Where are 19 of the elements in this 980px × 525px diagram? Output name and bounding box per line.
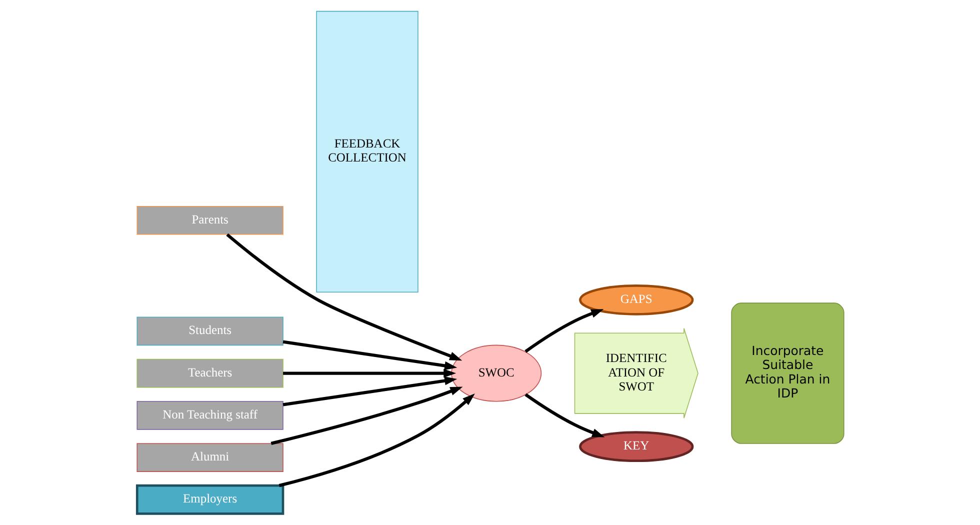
node-box: FEEDBACK COLLECTION bbox=[316, 10, 418, 293]
arrow bbox=[270, 386, 462, 445]
node-box: Alumni bbox=[136, 443, 283, 472]
arrow bbox=[524, 309, 604, 353]
arrow bbox=[282, 368, 456, 378]
arrow bbox=[282, 340, 457, 370]
node-ellipse: GAPS bbox=[578, 284, 694, 316]
arrow bbox=[282, 376, 457, 406]
node-box: Incorporate Suitable Action Plan in IDP bbox=[730, 302, 844, 444]
arrow bbox=[524, 393, 604, 438]
node-box: Non Teaching staff bbox=[136, 400, 283, 430]
arrow bbox=[226, 233, 462, 361]
node-box: Parents bbox=[136, 206, 283, 235]
node-ellipse: KEY bbox=[578, 431, 694, 462]
node-ellipse: SWOC bbox=[450, 344, 542, 402]
node-box: Employers bbox=[135, 484, 284, 515]
node-box: Students bbox=[136, 316, 283, 346]
node-box: Teachers bbox=[136, 358, 283, 388]
arrow bbox=[278, 394, 474, 488]
